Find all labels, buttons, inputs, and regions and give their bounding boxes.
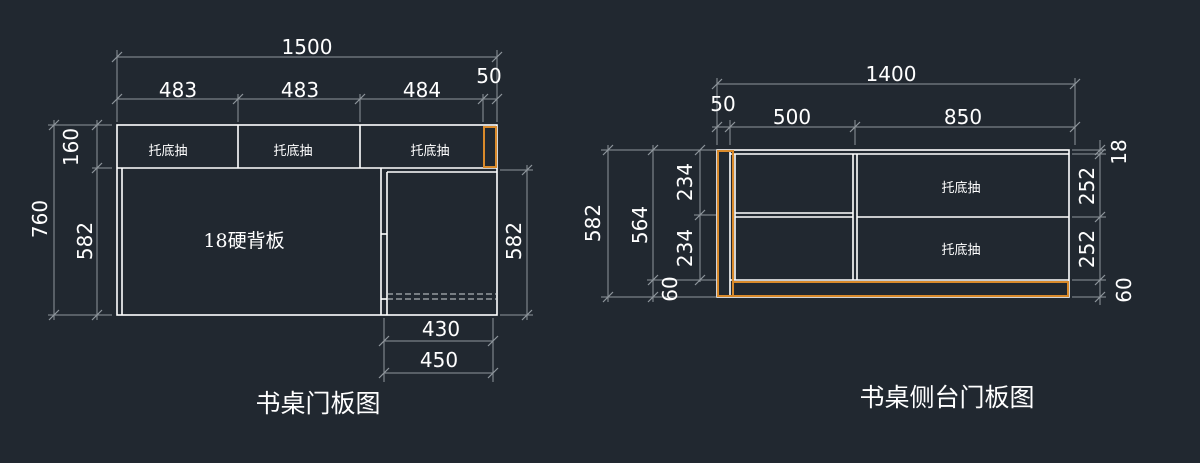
side-dim-drawer-bottom: 252 [1075, 230, 1099, 268]
dim-outer-width: 450 [420, 348, 458, 372]
dim-seg2: 483 [281, 78, 319, 102]
dim-seg3: 484 [403, 78, 441, 102]
side-drawer-label-1: 托底抽 [941, 180, 980, 196]
side-dim-plinth-right: 60 [1112, 277, 1136, 302]
dim-seg1: 483 [159, 78, 197, 102]
end-panel-accent [483, 126, 497, 168]
side-dim-left: 50 [710, 92, 735, 116]
top-dimension-lines [111, 50, 503, 122]
side-dim-mid: 500 [773, 105, 811, 129]
side-left-panel-accent [717, 150, 734, 297]
side-dim-inner-height: 564 [628, 206, 652, 244]
desk-panel-outline [116, 124, 498, 316]
dim-inner-width: 430 [422, 317, 460, 341]
side-panel-outline [716, 149, 1070, 298]
side-dim-top-right: 18 [1107, 139, 1131, 164]
left-dimension-lines [48, 119, 112, 321]
side-dim-cell-bottom: 234 [673, 229, 697, 267]
side-plinth-accent [732, 281, 1069, 297]
side-left-dimension-lines [601, 144, 716, 303]
side-drawer-label-2: 托底抽 [941, 242, 980, 258]
side-dim-total-width: 1400 [866, 62, 917, 86]
side-right-dimension-lines [1072, 140, 1106, 305]
desk-door-panel-drawing: 1500 483 483 484 50 760 160 582 582 430 … [28, 35, 533, 418]
right-dimension-lines [500, 164, 533, 321]
dim-lower-height-right: 582 [502, 222, 526, 260]
side-dim-plinth-left: 60 [658, 276, 682, 301]
dim-top-height: 160 [59, 128, 83, 166]
dim-total-width: 1500 [282, 35, 333, 59]
drawer-label-1: 托底抽 [148, 143, 187, 159]
drawer-label-2: 托底抽 [273, 143, 312, 159]
right-drawing-title: 书桌侧台门板图 [859, 383, 1034, 412]
side-dim-drawer-top: 252 [1075, 167, 1099, 205]
left-drawing-title: 书桌门板图 [255, 389, 380, 418]
dim-total-height: 760 [28, 200, 52, 238]
side-dim-wide: 850 [944, 105, 982, 129]
side-top-dimension-lines [711, 78, 1081, 145]
side-dim-outer-height: 582 [581, 204, 605, 242]
bottom-dimension-lines [378, 318, 499, 382]
dim-end: 50 [476, 64, 501, 88]
back-panel-label: 18硬背板 [203, 230, 284, 252]
side-desk-door-panel-drawing: 1400 50 500 850 582 564 60 234 234 18 25… [581, 62, 1136, 412]
drawer-label-3: 托底抽 [410, 143, 449, 159]
dim-lower-height-left: 582 [73, 222, 97, 260]
side-dim-cell-top: 234 [673, 163, 697, 201]
